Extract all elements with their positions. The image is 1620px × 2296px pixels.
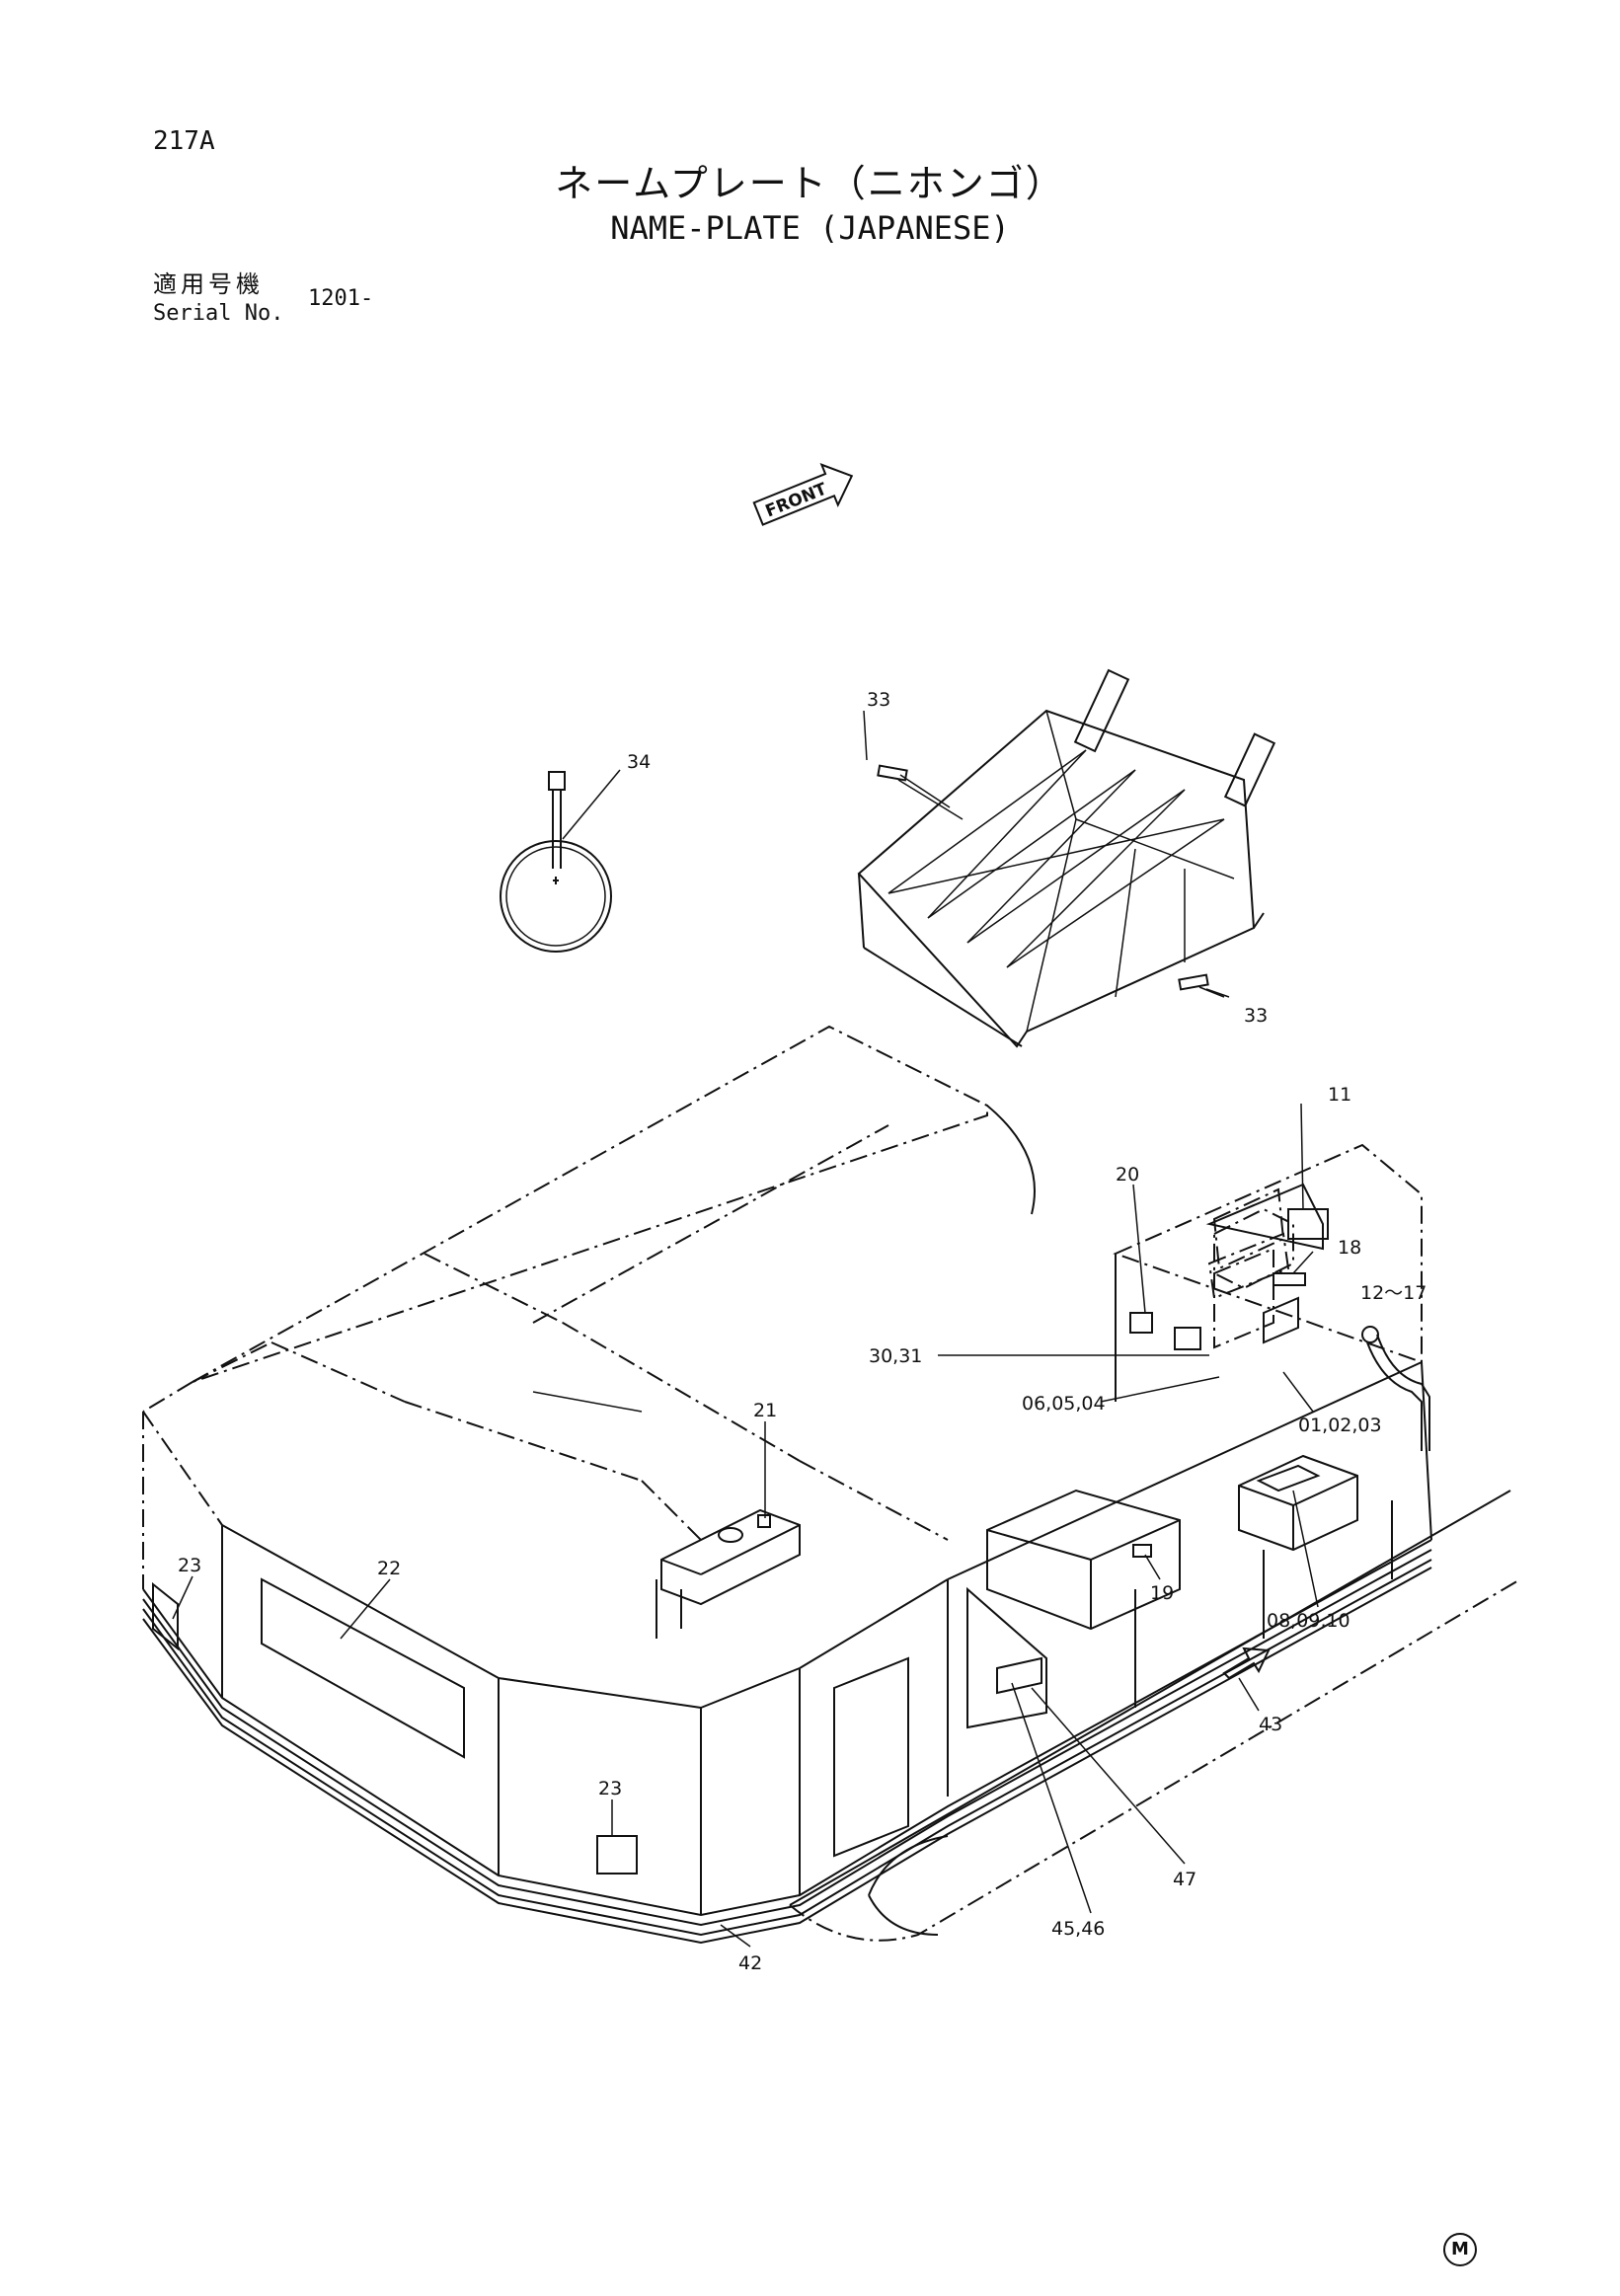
callout-08-09-10: 08,09,10: [1267, 1610, 1350, 1632]
serial-value: 1201-: [308, 286, 374, 311]
serial-label-japanese: 適用号機: [153, 270, 264, 298]
callout-06-05-04: 06,05,04: [1022, 1393, 1106, 1415]
leader-lines: [172, 774, 1319, 1948]
footer-mark: M: [1443, 2233, 1477, 2266]
callout-01-02-03: 01,02,03: [1298, 1415, 1382, 1436]
callout-11: 11: [1328, 1084, 1351, 1106]
serial-label-english: Serial No.: [153, 301, 284, 326]
callout-47: 47: [1173, 1869, 1196, 1890]
callout-21: 21: [753, 1400, 777, 1421]
page-title-japanese: ネームプレート（ニホンゴ）: [555, 162, 1065, 205]
lattice-boom-part: [857, 668, 1276, 1048]
callout-45-46: 45,46: [1051, 1918, 1105, 1940]
callout-43: 43: [1259, 1714, 1282, 1735]
page-title-english: NAME-PLATE (JAPANESE): [610, 209, 1010, 247]
callout-30-31: 30,31: [869, 1345, 922, 1367]
callout-18: 18: [1338, 1237, 1361, 1259]
front-arrow-icon: FRONT: [752, 463, 854, 526]
callout-22: 22: [377, 1558, 401, 1579]
callout-12-17: 12～17: [1360, 1282, 1427, 1304]
page-number: 217A: [153, 126, 215, 156]
callout-33a: 33: [867, 689, 890, 711]
callout-19: 19: [1150, 1582, 1174, 1604]
callout-33b: 33: [1244, 1005, 1268, 1027]
callout-20: 20: [1116, 1164, 1139, 1186]
callout-42: 42: [738, 1952, 762, 1974]
callout-23a: 23: [178, 1555, 201, 1576]
ring-tag-part: [500, 769, 621, 953]
callout-34: 34: [627, 751, 651, 773]
crane-upper-body: [142, 1025, 1521, 1945]
callout-labels: 33 33 34 11 20 18 12～17 30,31 06,05,04 0…: [178, 689, 1427, 1974]
callout-23b: 23: [598, 1778, 622, 1799]
